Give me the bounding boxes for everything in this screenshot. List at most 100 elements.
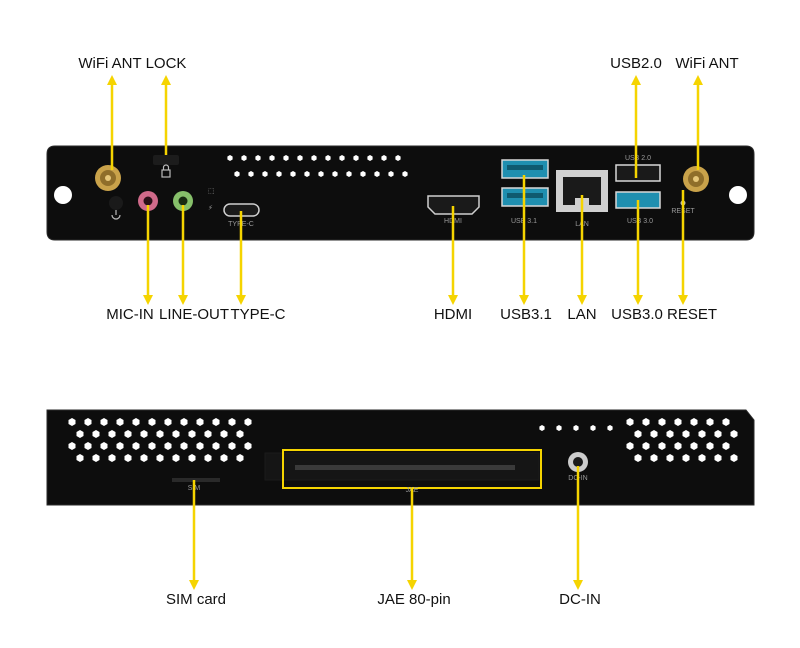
vent-hole <box>666 430 674 438</box>
vent-hole <box>556 425 562 431</box>
wifi-antenna-icon <box>683 166 709 192</box>
label-jae-80-pin: JAE 80-pin <box>377 591 451 608</box>
vent-hole <box>269 155 275 161</box>
vent-hole <box>255 155 261 161</box>
usb2-port <box>615 164 661 182</box>
vent-hole <box>180 442 188 450</box>
wifi-antenna-icon <box>95 165 121 191</box>
vent-hole <box>332 171 338 177</box>
vent-hole <box>674 442 682 450</box>
bottom-panel: SIM JAE DC-IN <box>46 409 755 506</box>
vent-hole <box>650 430 658 438</box>
vent-hole <box>706 442 714 450</box>
vent-hole <box>140 454 148 462</box>
vent-hole <box>353 155 359 161</box>
sim-slot <box>172 478 220 482</box>
label-usb31: USB3.1 <box>500 306 552 323</box>
vent-hole <box>374 171 380 177</box>
usb20-silkscreen: USB 2.0 <box>625 155 651 162</box>
label-hdmi: HDMI <box>433 306 473 323</box>
vent-hole <box>132 442 140 450</box>
vent-hole <box>690 442 698 450</box>
vent-hole <box>402 171 408 177</box>
vent-hole <box>116 418 124 426</box>
top-panel: ⬚ ⚡ TYPE-C HDMI USB 3.1 LAN <box>46 145 755 241</box>
vent-hole <box>658 442 666 450</box>
vent-hole <box>339 155 345 161</box>
vent-hole <box>698 430 706 438</box>
vent-hole <box>730 454 738 462</box>
vent-hole <box>188 454 196 462</box>
vent-hole <box>283 155 289 161</box>
power-icon <box>109 196 123 220</box>
vent-hole <box>164 442 172 450</box>
vent-hole <box>318 171 324 177</box>
vent-hole <box>722 418 730 426</box>
vent-hole <box>100 442 108 450</box>
vent-hole <box>234 171 240 177</box>
vent-hole <box>706 418 714 426</box>
label-type-c: TYPE-C <box>230 306 286 323</box>
vent-hole <box>156 430 164 438</box>
label-dc-in: DC-IN <box>559 591 601 608</box>
vent-hole <box>642 442 650 450</box>
vent-hole <box>590 425 596 431</box>
vent-hole <box>172 430 180 438</box>
label-sim-card: SIM card <box>165 591 227 608</box>
vent-hole <box>325 155 331 161</box>
vent-hole <box>212 442 220 450</box>
vent-hole <box>626 418 634 426</box>
vent-hole <box>276 171 282 177</box>
vent-hole <box>304 171 310 177</box>
vent-hole <box>164 418 172 426</box>
vent-hole <box>108 454 116 462</box>
vent-hole <box>650 454 658 462</box>
vent-hole <box>714 430 722 438</box>
vent-hole <box>92 430 100 438</box>
vent-hole <box>244 442 252 450</box>
vent-hole <box>204 430 212 438</box>
vent-hole <box>634 430 642 438</box>
vent-hole <box>228 442 236 450</box>
vent-hole <box>381 155 387 161</box>
vent-hole <box>297 155 303 161</box>
vent-hole <box>124 454 132 462</box>
vent-hole <box>658 418 666 426</box>
vent-hole <box>626 442 634 450</box>
usb30-silkscreen: USB 3.0 <box>627 218 653 225</box>
vent-hole <box>116 442 124 450</box>
vent-hole <box>674 418 682 426</box>
label-usb30: USB3.0 <box>611 306 663 323</box>
vent-hole <box>236 454 244 462</box>
label-line-out: LINE-OUT <box>158 306 230 323</box>
label-wifi-ant-left: WiFi ANT <box>78 55 142 72</box>
vent-hole <box>204 454 212 462</box>
vent-hole <box>188 430 196 438</box>
vent-hole <box>76 454 84 462</box>
vent-hole <box>682 430 690 438</box>
vent-hole <box>244 418 252 426</box>
vent-hole <box>228 418 236 426</box>
vent-hole <box>92 454 100 462</box>
vent-hole <box>220 454 228 462</box>
charge-led-icon: ⚡ <box>208 204 213 212</box>
vent-hole <box>227 155 233 161</box>
lock-glyph-icon <box>161 164 171 178</box>
vent-hole <box>248 171 254 177</box>
vent-hole <box>124 430 132 438</box>
vent-hole <box>360 171 366 177</box>
label-wifi-ant-right: WiFi ANT <box>675 55 739 72</box>
mic-jack-icon <box>138 191 158 211</box>
vent-hole <box>262 171 268 177</box>
lock-icon <box>153 155 179 165</box>
line-out-jack-icon <box>173 191 193 211</box>
vent-hole <box>290 171 296 177</box>
vent-hole <box>367 155 373 161</box>
vent-hole <box>607 425 613 431</box>
vent-hole <box>172 454 180 462</box>
vent-hole <box>76 430 84 438</box>
mounting-hole-left <box>54 186 72 204</box>
vent-hole <box>698 454 706 462</box>
label-reset: RESET <box>666 306 718 323</box>
